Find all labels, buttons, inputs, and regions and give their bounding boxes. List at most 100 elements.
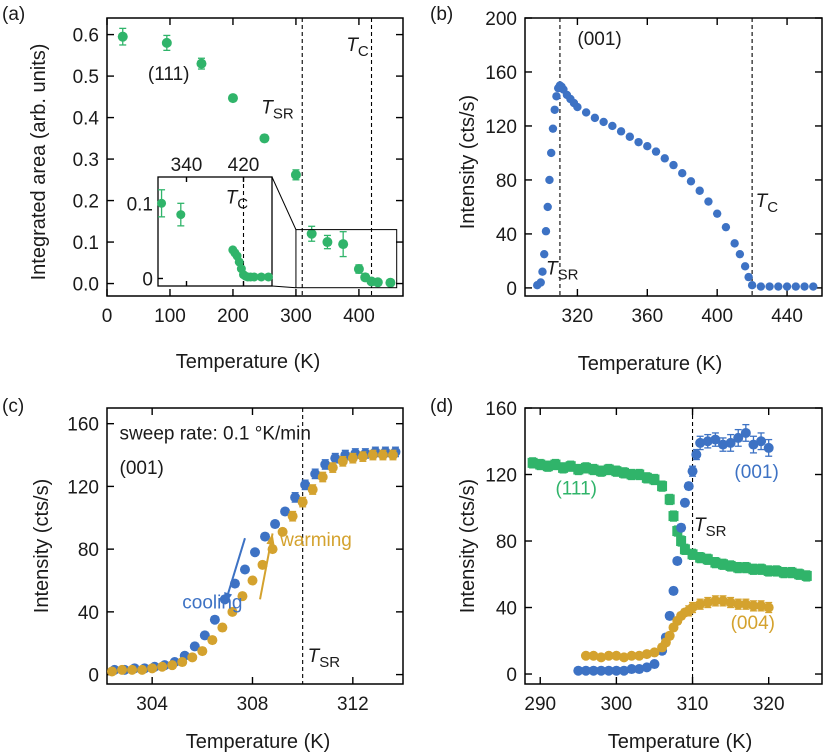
data-point xyxy=(740,427,751,438)
y-tick-label-d: 0 xyxy=(506,665,517,686)
annotation-b: (001) xyxy=(577,29,621,50)
data-point xyxy=(687,549,698,560)
data-point xyxy=(687,602,698,613)
data-point xyxy=(290,492,301,503)
series-d-111 xyxy=(527,457,812,582)
panel-b: (b) Temperature (K) Intensity (cts/s) 32… xyxy=(430,4,823,375)
data-point xyxy=(756,282,766,291)
y-tick-label-a: 0.4 xyxy=(73,109,100,130)
data-point xyxy=(634,664,645,675)
data-point xyxy=(778,567,789,578)
inset-y-tick-label: 0.1 xyxy=(127,194,153,215)
data-point xyxy=(643,142,652,151)
data-point xyxy=(347,453,358,464)
data-point xyxy=(548,124,558,133)
data-point xyxy=(676,536,687,547)
data-point xyxy=(207,635,218,646)
data-point xyxy=(672,526,683,537)
data-point xyxy=(385,277,396,288)
data-point xyxy=(756,600,767,611)
data-point xyxy=(748,564,759,575)
data-point xyxy=(664,630,675,641)
data-point xyxy=(611,665,622,676)
data-point xyxy=(710,595,721,606)
panel-a: (a) Temperature (K) Integrated area (arb… xyxy=(2,4,404,373)
annotation-b: TC xyxy=(756,191,779,216)
data-point xyxy=(580,665,591,676)
data-point xyxy=(756,436,767,447)
y-tick-label-c: 40 xyxy=(78,603,99,624)
annotation-d: (001) xyxy=(734,462,778,483)
data-point xyxy=(540,249,549,259)
data-point xyxy=(740,262,750,271)
inset-frame xyxy=(157,176,273,287)
data-point xyxy=(367,450,378,461)
data-point xyxy=(287,511,298,522)
data-point xyxy=(306,228,317,239)
data-point xyxy=(588,665,599,676)
zoom-connector xyxy=(271,285,296,289)
y-tick-label-b: 200 xyxy=(485,9,517,30)
data-point xyxy=(791,282,800,291)
y-tick-label-b: 80 xyxy=(496,171,517,192)
y-tick-label-a: 0.1 xyxy=(73,233,99,254)
warming-arrowhead xyxy=(266,533,275,546)
inset-data-point xyxy=(176,210,186,220)
data-point xyxy=(107,666,118,677)
data-point xyxy=(651,147,661,156)
x-tick-label-b: 440 xyxy=(771,306,803,327)
y-tick-label-b: 40 xyxy=(496,225,517,246)
data-point xyxy=(117,664,128,675)
y-tick-label-b: 160 xyxy=(485,63,517,84)
zoom-connector xyxy=(271,176,297,230)
data-point xyxy=(596,652,607,663)
data-point xyxy=(161,37,172,48)
data-point xyxy=(545,175,554,185)
data-point xyxy=(137,664,148,675)
data-point xyxy=(189,641,200,652)
annotation-c: TSR xyxy=(308,646,341,671)
y-axis-label-c: Intensity (cts/s) xyxy=(31,479,53,613)
series-c-warming xyxy=(107,449,398,677)
data-point xyxy=(217,622,228,633)
y-tick-label-d: 160 xyxy=(485,399,517,420)
data-point xyxy=(580,462,591,473)
data-point xyxy=(250,547,260,558)
data-point xyxy=(809,282,818,291)
data-point xyxy=(704,197,713,206)
data-point xyxy=(718,439,728,450)
data-point xyxy=(740,562,751,573)
series-d-004 xyxy=(580,595,774,663)
data-point xyxy=(649,647,660,658)
x-axis-label-a: Temperature (K) xyxy=(176,351,321,373)
cooling-arrow xyxy=(223,537,246,605)
data-point xyxy=(712,209,722,218)
data-point xyxy=(377,450,388,461)
x-axis-label-d: Temperature (K) xyxy=(608,731,753,753)
data-point xyxy=(588,464,599,475)
data-point xyxy=(227,93,238,104)
data-point xyxy=(239,564,250,575)
data-point xyxy=(260,531,271,542)
data-point xyxy=(765,282,774,291)
inset-data-point xyxy=(234,257,244,267)
data-point xyxy=(247,575,258,586)
data-point xyxy=(683,481,694,492)
data-point xyxy=(702,554,713,565)
panel-label-a: (a) xyxy=(2,4,25,25)
data-point xyxy=(676,522,687,533)
annotation-a: (111) xyxy=(148,64,190,85)
data-point xyxy=(725,597,736,608)
data-point xyxy=(357,451,368,462)
data-point xyxy=(257,559,268,570)
data-point xyxy=(608,121,617,131)
y-tick-label-d: 80 xyxy=(496,532,517,553)
data-point xyxy=(625,132,635,141)
series-d-001 xyxy=(573,423,774,676)
data-point xyxy=(541,227,551,236)
annotation-d: (111) xyxy=(555,478,597,499)
data-point xyxy=(626,664,637,675)
series-a-green xyxy=(117,27,396,288)
x-tick-label-a: 200 xyxy=(217,306,249,327)
data-point xyxy=(565,461,576,472)
